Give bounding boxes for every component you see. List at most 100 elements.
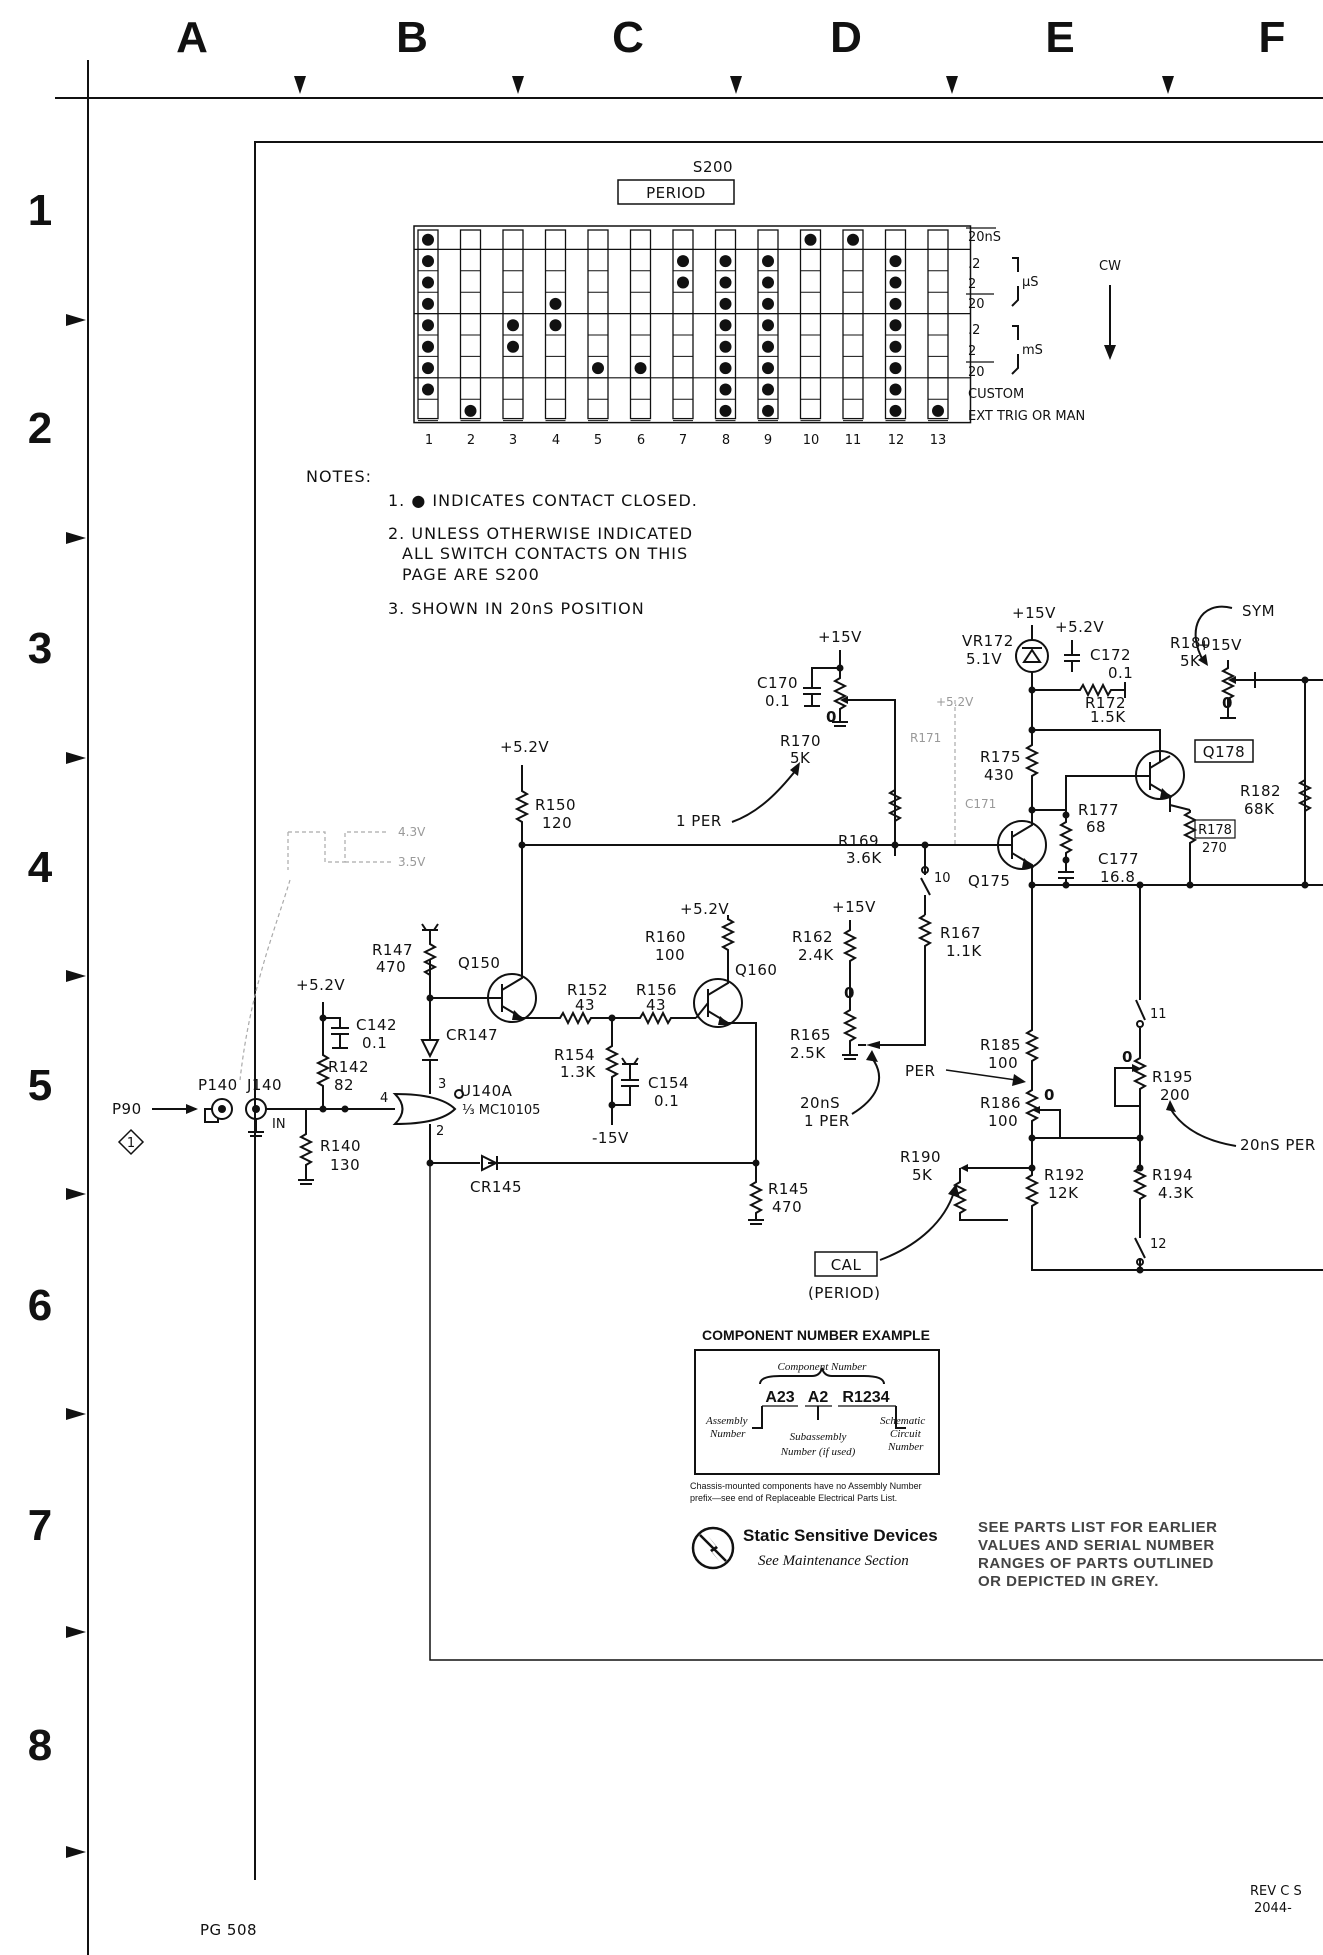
grey-c171: C171 xyxy=(965,797,996,811)
cal-label: CAL xyxy=(831,1256,862,1274)
u140a-pin4: 4 xyxy=(380,1091,388,1106)
ns20per-label: 20nS PER xyxy=(1240,1136,1316,1154)
r190-label: R190 xyxy=(900,1148,941,1166)
ce-circuit-number: Number xyxy=(887,1441,924,1453)
switch-contact-closed xyxy=(762,383,774,396)
switch-contact-closed xyxy=(762,319,774,332)
note-2c: PAGE ARE S200 xyxy=(402,565,540,584)
r182-label: R182 xyxy=(1240,782,1281,800)
v15-r170: +15V xyxy=(818,628,862,646)
switch-contact-closed xyxy=(464,404,477,417)
grid-col-f: F xyxy=(1259,13,1286,62)
ce-header: Component Number xyxy=(778,1361,868,1373)
r162-value: 2.4K xyxy=(798,946,834,964)
switch-contact-closed xyxy=(889,276,902,289)
p90-number: 1 xyxy=(127,1136,135,1151)
switch-contact-closed xyxy=(507,319,519,332)
switch-contact-closed xyxy=(932,404,944,417)
ce-code-a: A23 xyxy=(765,1389,794,1406)
r147-value: 470 xyxy=(376,958,406,976)
switch-contact-closed xyxy=(719,276,732,289)
ce-chassis-1: Chassis-mounted components have no Assem… xyxy=(690,1481,922,1491)
grid-row-3: 3 xyxy=(28,624,52,673)
p90-label: P90 xyxy=(112,1100,142,1118)
grey-waveform: 4.3V 3.5V xyxy=(239,825,426,1081)
schematic-frame-inner xyxy=(429,1165,1323,1661)
grid-row-1: 1 xyxy=(28,186,52,235)
ce-code-b: A2 xyxy=(808,1389,829,1406)
switch-contact-closed xyxy=(422,319,434,332)
switch-row-label: .2 xyxy=(968,257,980,272)
switch-contact-closed xyxy=(889,255,902,268)
grey-5v2: +5.2V xyxy=(936,695,974,709)
grid-row-7: 7 xyxy=(28,1501,52,1550)
v15-vr172: +15V xyxy=(1012,604,1056,622)
r180-wiper-mark: 0 xyxy=(1222,694,1233,712)
switch-contact-column xyxy=(714,229,737,420)
switch-contact-closed xyxy=(762,276,774,289)
s200-switch-table: S200 PERIOD 1 2 3 4 5 6 7 8 9 10 11 12 1… xyxy=(413,158,1121,448)
note-3: 3. SHOWN IN 20nS POSITION xyxy=(388,599,645,618)
r140-label: R140 xyxy=(320,1137,361,1155)
footer-rev: REV C S xyxy=(1250,1884,1302,1899)
r152-value: 43 xyxy=(575,996,595,1014)
ce-schematic: Schematic xyxy=(880,1415,925,1427)
q178-label: Q178 xyxy=(1203,743,1245,761)
grid-row-6: 6 xyxy=(28,1281,52,1330)
r170-value: 5K xyxy=(790,749,811,767)
switch-col-num: 9 xyxy=(764,433,772,448)
grid-col-d: D xyxy=(830,13,862,62)
r142-label: R142 xyxy=(328,1058,369,1076)
switch-contact-column xyxy=(757,229,779,420)
r142-value: 82 xyxy=(334,1076,354,1094)
switch-contact-closed xyxy=(762,340,774,353)
c154-label: C154 xyxy=(648,1074,689,1092)
notes-block: NOTES: 1. ● INDICATES CONTACT CLOSED. 2.… xyxy=(306,467,697,618)
parts-note-4: OR DEPICTED IN GREY. xyxy=(978,1573,1159,1590)
switch-col-num: 6 xyxy=(637,433,645,448)
r186-label: R186 xyxy=(980,1094,1021,1112)
r167-label: R167 xyxy=(940,924,981,942)
v15-r180: +15V xyxy=(1198,636,1242,654)
switch-column-numbers: 1 2 3 4 5 6 7 8 9 10 11 12 13 xyxy=(425,433,946,448)
switch-contact-closed xyxy=(719,297,732,310)
u140a-part: ⅓ MC10105 xyxy=(462,1103,540,1118)
r160-value: 100 xyxy=(655,946,685,964)
sym-label: SYM xyxy=(1242,602,1275,620)
grid-row-labels: 1 2 3 4 5 6 7 8 xyxy=(28,186,53,1770)
switch-contact-closed xyxy=(762,255,774,268)
v52-input: +5.2V xyxy=(296,976,345,994)
r154-value: 1.3K xyxy=(560,1063,596,1081)
switch-contact-closed xyxy=(762,404,774,417)
right-section: +15V VR172 5.1V +5.2V C172 0.1 R172 1.5K… xyxy=(808,602,1323,1302)
switch-contact-closed xyxy=(762,297,774,310)
static-sensitive-block: Static Sensitive Devices See Maintenance… xyxy=(691,1526,938,1570)
r154-label: R154 xyxy=(554,1046,595,1064)
u140a-pin3: 3 xyxy=(438,1077,446,1092)
c177-value: 16.8 xyxy=(1100,868,1135,886)
r177-value: 68 xyxy=(1086,818,1106,836)
r178-label: R178 xyxy=(1198,823,1232,838)
parts-note-1: SEE PARTS LIST FOR EARLIER xyxy=(978,1519,1217,1536)
r195-label: R195 xyxy=(1152,1068,1193,1086)
switch-row-label: 20 xyxy=(968,365,985,380)
r156-value: 43 xyxy=(646,996,666,1014)
grey-4v3: 4.3V xyxy=(398,825,426,839)
vr172-value: 5.1V xyxy=(966,650,1002,668)
footer-number: 2044- xyxy=(1254,1901,1292,1916)
s200-period-box xyxy=(617,179,735,205)
switch-contact-column xyxy=(629,229,652,420)
j140-in-label: IN xyxy=(272,1117,286,1132)
switch-unit-us: µS xyxy=(1022,275,1039,290)
ce-assembly-number: Number xyxy=(709,1428,746,1440)
s200-period-label: PERIOD xyxy=(646,184,706,202)
c172-value: 0.1 xyxy=(1108,664,1133,682)
r175-value: 430 xyxy=(984,766,1014,784)
switch-col-num: 8 xyxy=(722,433,730,448)
switch-grid-frame xyxy=(413,225,972,424)
switch-grid xyxy=(413,225,972,424)
switch-contact-closed xyxy=(634,362,647,375)
grid-col-a: A xyxy=(176,13,208,62)
r160-label: R160 xyxy=(645,928,686,946)
switch-col-num: 13 xyxy=(930,433,947,448)
